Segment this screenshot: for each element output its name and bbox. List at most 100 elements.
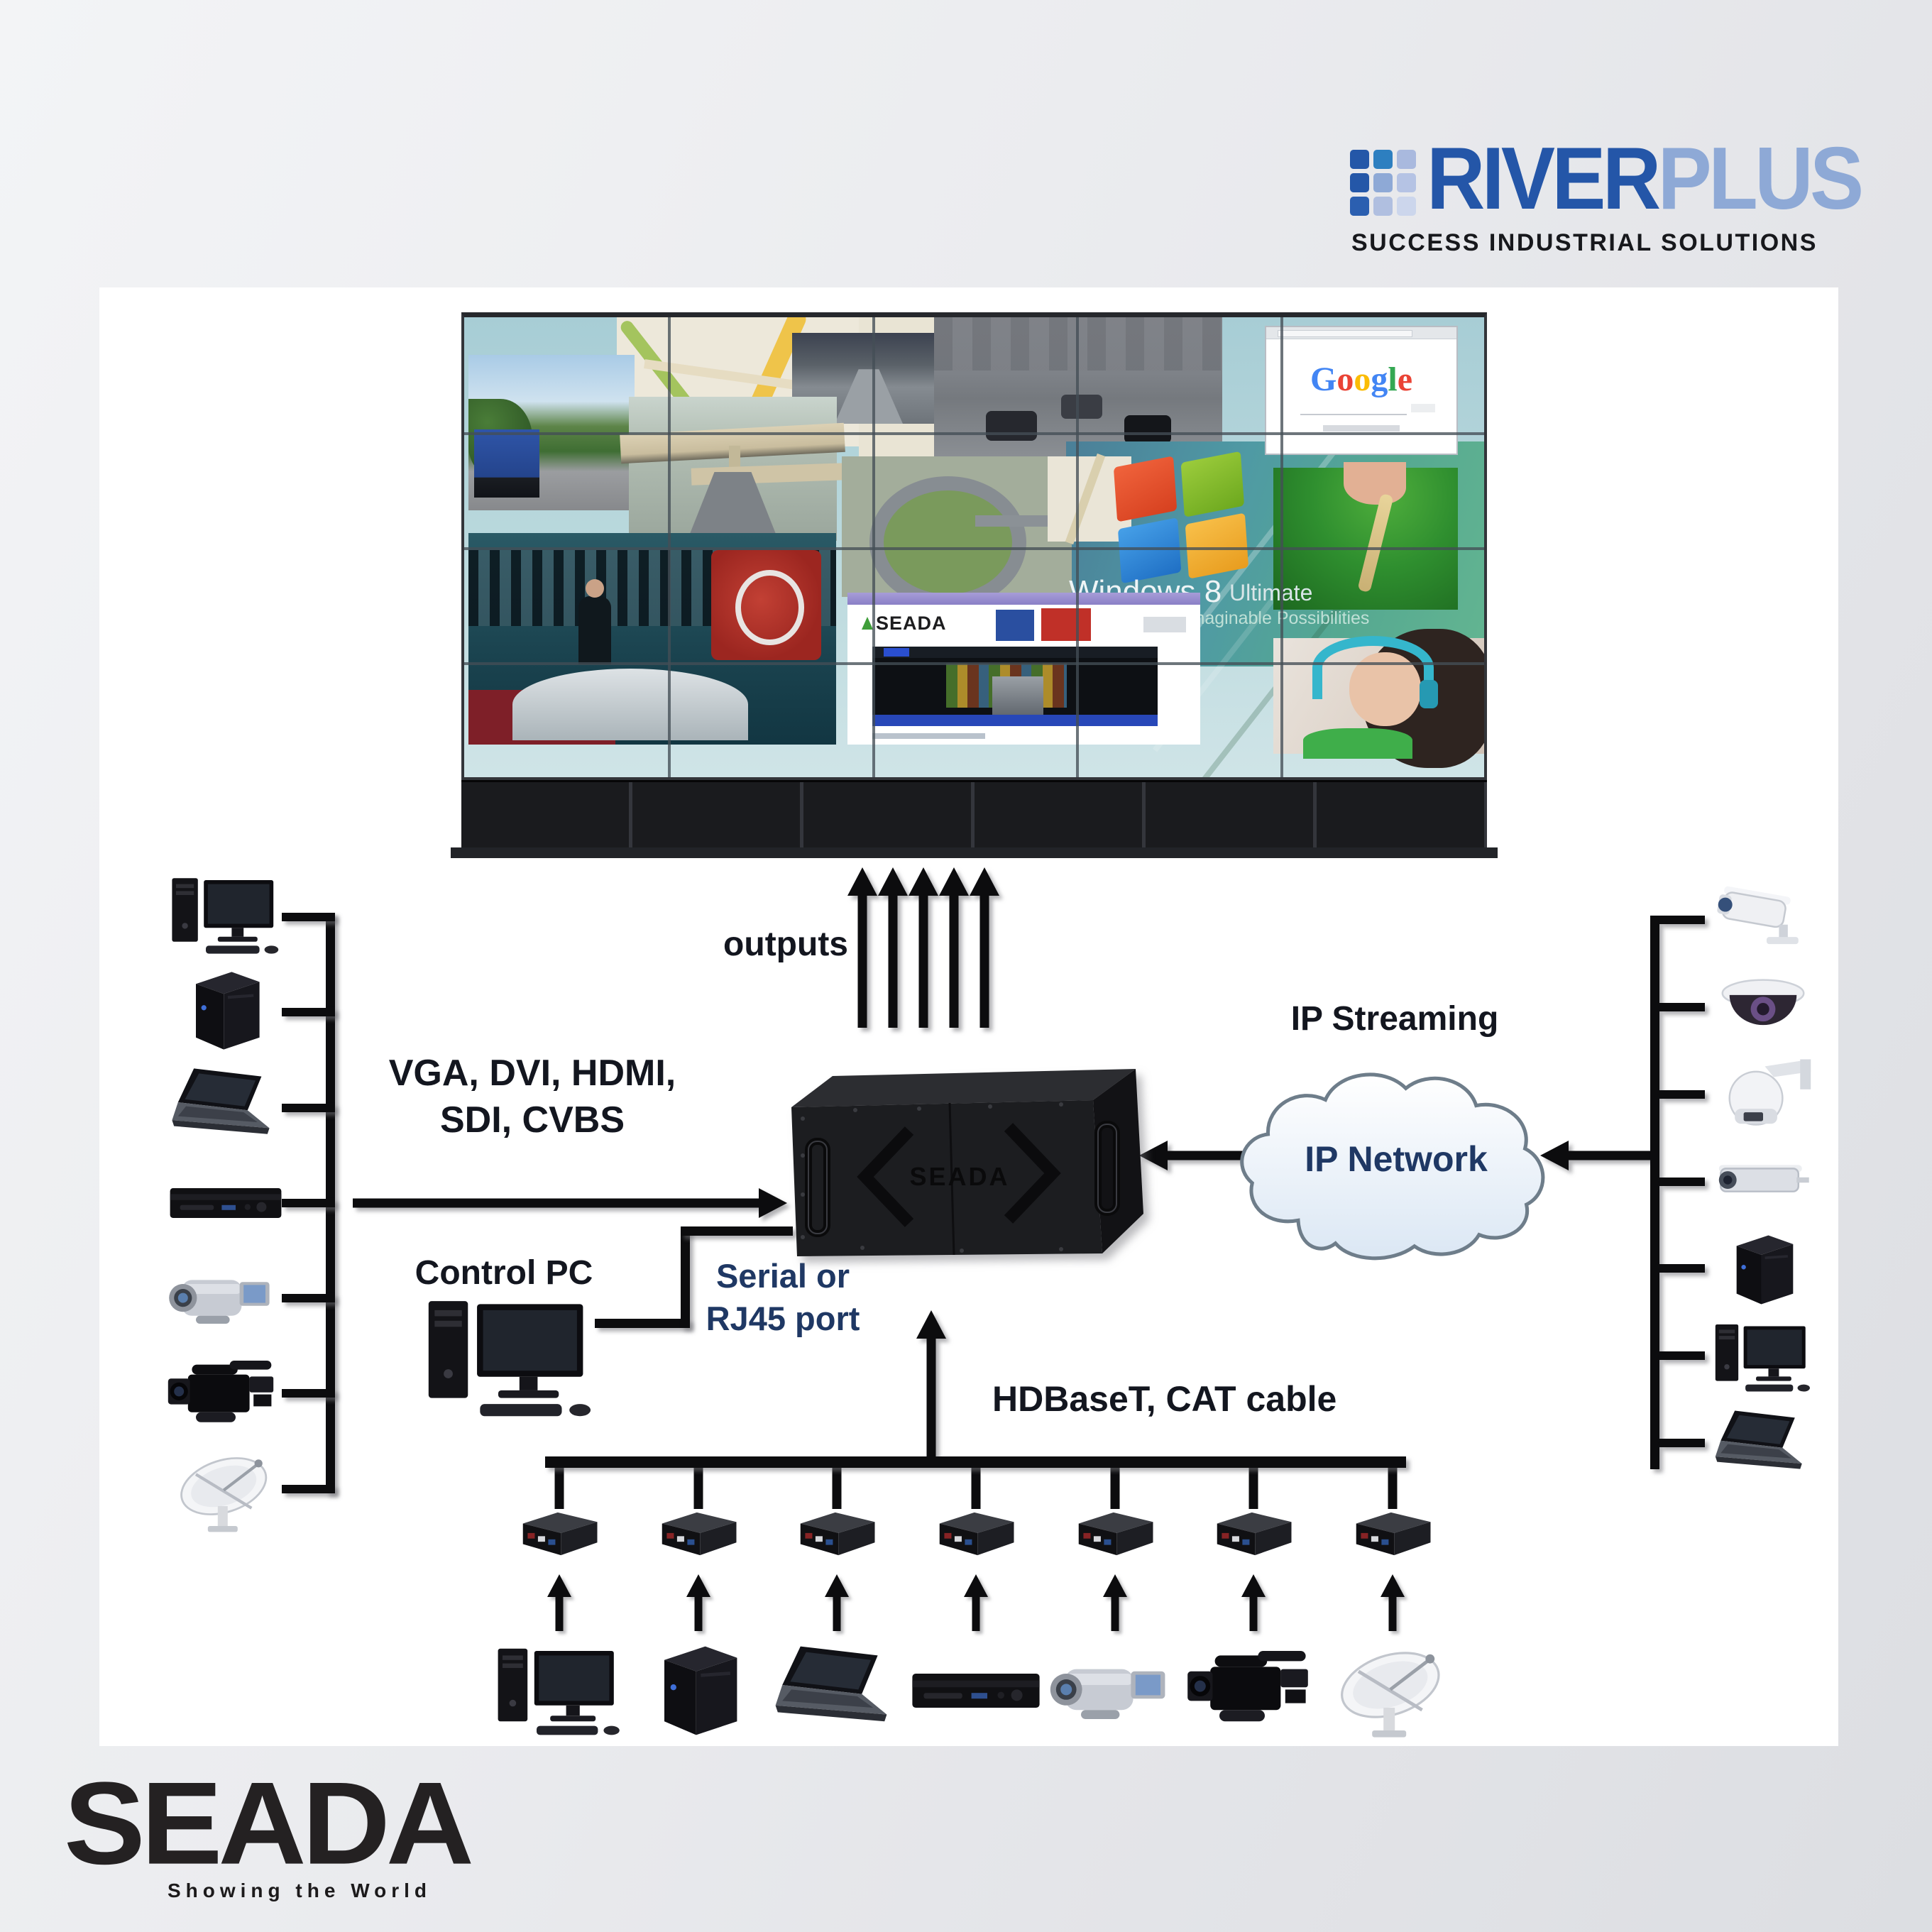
source-up-arrow: [963, 1574, 989, 1631]
device-video-camera: [158, 1350, 294, 1441]
riverplus-wordmark: RIVERPLUS: [1427, 128, 1864, 229]
device-tower-pc: [158, 965, 294, 1056]
connector-stub: [1659, 1264, 1705, 1273]
input-signals-label-line2: SDI, CVBS: [439, 1099, 625, 1141]
source-arrow-slot: [1323, 1574, 1462, 1631]
left-source-devices: [158, 869, 294, 1537]
source-up-arrow: [1241, 1574, 1266, 1631]
hdbaset-extender: [767, 1462, 906, 1561]
connector-stub: [282, 1294, 335, 1302]
device-camcorder: [158, 1253, 294, 1344]
device-tower-pc: [629, 1637, 768, 1745]
device-satellite-dish: [1323, 1637, 1462, 1745]
hdbaset-extender: [490, 1462, 629, 1561]
output-arrow: [970, 867, 999, 1028]
device-cctv-bullet: [1702, 877, 1824, 960]
ip-network-label: IP Network: [1305, 1139, 1488, 1179]
outputs-label: outputs: [723, 926, 848, 963]
bus-drop-line: [971, 1462, 981, 1509]
hdbaset-extender: [1185, 1462, 1324, 1561]
ip-network-cloud: [1236, 1059, 1552, 1268]
seada-logo: SEADA: [64, 1757, 474, 1889]
source-arrow-slot: [767, 1574, 906, 1631]
video-wall-screens: Windows 8 Ultimate Unimaginable Possibil…: [461, 312, 1487, 780]
hdbaset-extender: [1323, 1462, 1462, 1561]
source-up-arrow: [1102, 1574, 1128, 1631]
browser-chrome: [1266, 327, 1456, 339]
seada-controller: SEADA: [791, 1069, 1143, 1256]
hdbaset-extender: [906, 1462, 1045, 1561]
source-up-arrow: [1380, 1574, 1405, 1631]
ip-streaming-label: IP Streaming: [1290, 1000, 1499, 1038]
serial-label-line1: Serial or: [715, 1257, 850, 1295]
serial-label-line2: RJ45 port: [706, 1300, 860, 1337]
bottom-arrows: [490, 1574, 1462, 1631]
source-arrow-slot: [629, 1574, 768, 1631]
source-arrow-slot: [1185, 1574, 1324, 1631]
brand-plus: PLUS: [1657, 130, 1864, 228]
seada-tagline: Showing the World: [167, 1879, 432, 1901]
source-up-arrow: [547, 1574, 572, 1631]
right-bracket-line: [1650, 916, 1659, 1469]
connector-stub: [1659, 1439, 1705, 1447]
video-wall-plinth: [451, 847, 1498, 858]
right-source-devices: [1702, 877, 1824, 1487]
device-desktop-pc: [490, 1637, 629, 1745]
source-up-arrow: [824, 1574, 850, 1631]
connector-stub: [282, 1389, 335, 1398]
bus-drop-line: [554, 1462, 564, 1509]
windows-edition: Ultimate: [1229, 580, 1313, 605]
serial-connector-segment: [681, 1226, 793, 1236]
device-dvd-player: [158, 1158, 294, 1248]
wall-tile-google-page: Google: [1265, 326, 1458, 455]
connector-stub: [282, 1104, 335, 1112]
device-dvd-player: [906, 1637, 1045, 1745]
wall-bezel: [464, 662, 1484, 665]
bus-drop-line: [1388, 1462, 1398, 1509]
device-laptop: [1702, 1403, 1824, 1487]
output-arrow: [847, 867, 877, 1028]
connector-stub: [1659, 1090, 1705, 1099]
wall-tile-news-studio: [468, 533, 836, 745]
wall-bezel: [464, 547, 1484, 550]
source-arrow-slot: [906, 1574, 1045, 1631]
hdbaset-extender: [629, 1462, 768, 1561]
video-wall-base: [461, 780, 1487, 847]
source-arrow-slot: [1045, 1574, 1185, 1631]
connector-stub: [282, 1008, 335, 1016]
connector-stub: [282, 1485, 335, 1493]
hdbaset-arrow: [916, 1310, 946, 1457]
device-desktop-pc: [158, 869, 294, 960]
hdbaset-extenders: [490, 1462, 1462, 1561]
device-laptop: [158, 1062, 294, 1153]
output-arrow: [909, 867, 938, 1028]
wall-tile-girl-headphones: [1273, 628, 1484, 768]
seada-site-logo: SEADA: [862, 613, 947, 635]
device-satellite-dish: [158, 1446, 294, 1537]
windows-flag-icon: [1113, 451, 1249, 584]
control-pc-icon: [417, 1289, 603, 1425]
inputs-arrow: [353, 1188, 787, 1218]
cloud-to-controller-arrow: [1139, 1141, 1244, 1170]
hdbaset-bus-line: [545, 1456, 1406, 1468]
video-wall: Windows 8 Ultimate Unimaginable Possibil…: [451, 312, 1498, 858]
source-arrow-slot: [490, 1574, 629, 1631]
connector-stub: [1659, 1351, 1705, 1360]
controller-brand-text: SEADA: [909, 1162, 1009, 1191]
source-up-arrow: [686, 1574, 711, 1631]
device-tower-pc: [1702, 1228, 1824, 1312]
connector-stub: [1659, 916, 1705, 924]
device-bullet-camera: [1702, 1140, 1824, 1224]
bus-drop-line: [693, 1462, 703, 1509]
hdbaset-extender: [1045, 1462, 1185, 1561]
brand-river: RIVER: [1427, 130, 1661, 228]
wall-tile-grass-photo: [1273, 462, 1458, 610]
control-pc-label: Control PC: [415, 1254, 593, 1292]
connector-stub: [1659, 1003, 1705, 1011]
input-signals-label-line1: VGA, DVI, HDMI,: [388, 1053, 676, 1094]
serial-connector-segment: [595, 1319, 690, 1328]
device-dome-camera: [1702, 965, 1824, 1048]
connector-stub: [282, 1199, 335, 1207]
bus-drop-line: [1110, 1462, 1120, 1509]
